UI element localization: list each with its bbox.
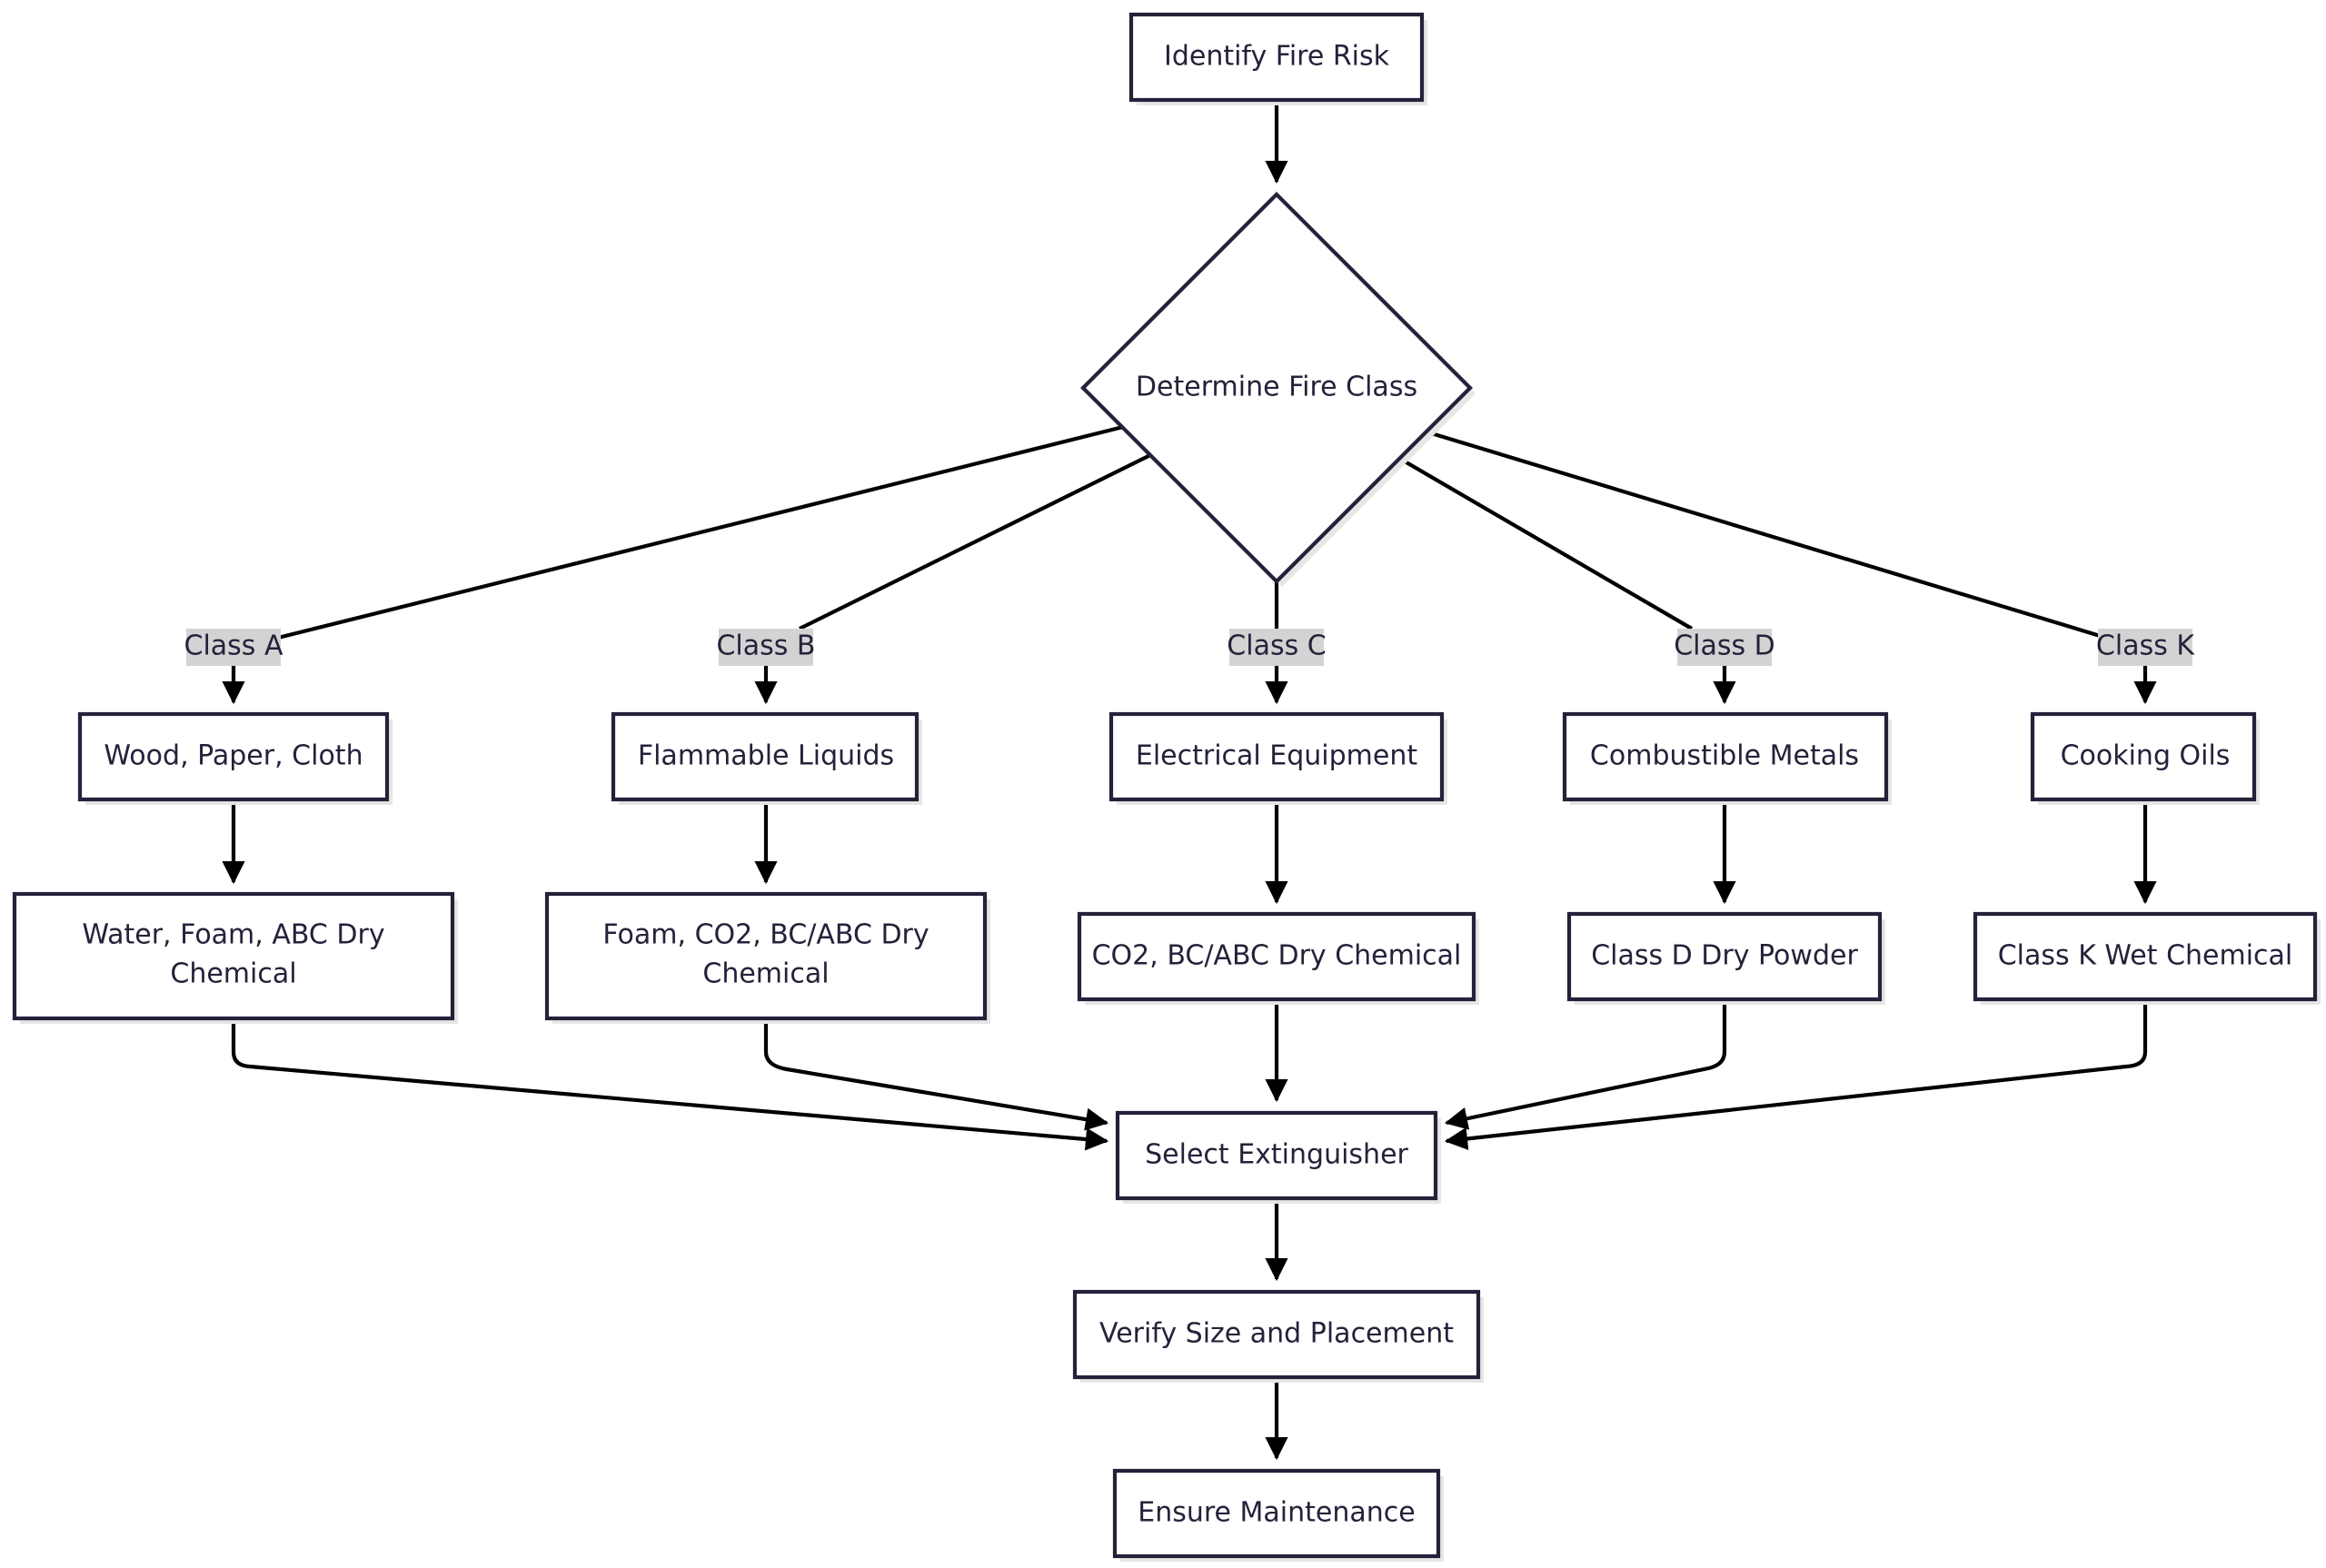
node-electrical-equipment-label: Electrical Equipment	[1136, 740, 1418, 772]
node-foam-co2-bc-abc: Foam, CO2, BC/ABC Dry Chemical	[544, 891, 990, 1024]
node-select-extinguisher: Select Extinguisher	[1115, 1110, 1441, 1204]
edge-determine-class-k	[1427, 430, 2107, 640]
node-wood-paper-cloth: Wood, Paper, Cloth	[77, 711, 393, 805]
node-ensure-maintenance-label: Ensure Maintenance	[1138, 1497, 1415, 1529]
node-verify-size-placement-label: Verify Size and Placement	[1099, 1318, 1454, 1350]
node-co2-bc-abc: CO2, BC/ABC Dry Chemical	[1077, 911, 1479, 1005]
edge-label-class-a-text: Class A	[184, 630, 283, 662]
edge-powder-select	[1444, 999, 1727, 1130]
node-foam-co2-bc-abc-line-1: Foam, CO2, BC/ABC Dry	[602, 919, 929, 951]
edge-label-class-a: Class A	[184, 629, 283, 666]
node-cooking-oils-label: Cooking Oils	[2061, 740, 2231, 772]
node-class-k-wet-chemical-label: Class K Wet Chemical	[1998, 940, 2293, 972]
node-class-d-dry-powder-label: Class D Dry Powder	[1591, 940, 1858, 972]
node-water-foam-abc: Water, Foam, ABC Dry Chemical	[12, 891, 458, 1024]
node-select-extinguisher-label: Select Extinguisher	[1145, 1139, 1408, 1171]
edges	[222, 100, 2157, 1461]
edge-label-class-k: Class K	[2096, 629, 2195, 666]
edge-determine-class-b	[799, 452, 1153, 630]
node-foam-co2-bc-abc-line-2: Chemical	[702, 958, 829, 990]
node-combustible-metals: Combustible Metals	[1562, 711, 1892, 805]
node-electrical-equipment: Electrical Equipment	[1108, 711, 1447, 805]
edge-label-class-c: Class C	[1227, 629, 1327, 666]
node-wood-paper-cloth-label: Wood, Paper, Cloth	[104, 740, 363, 772]
node-water-foam-abc-line-1: Water, Foam, ABC Dry	[82, 919, 384, 951]
edge-label-class-c-text: Class C	[1227, 630, 1326, 662]
node-identify-fire-risk-label: Identify Fire Risk	[1164, 41, 1390, 73]
edge-water-select	[231, 1019, 1109, 1151]
edge-label-class-b-text: Class B	[716, 630, 815, 662]
nodes: Identify Fire Risk Determine Fire Class …	[12, 12, 2321, 1562]
node-co2-bc-abc-label: CO2, BC/ABC Dry Chemical	[1092, 940, 1462, 972]
node-determine-fire-class: Determine Fire Class	[1080, 192, 1476, 587]
edge-label-class-d: Class D	[1674, 629, 1775, 666]
node-water-foam-abc-line-2: Chemical	[170, 958, 296, 990]
node-verify-size-placement: Verify Size and Placement	[1072, 1289, 1484, 1383]
node-identify-fire-risk: Identify Fire Risk	[1128, 12, 1427, 105]
edge-labels: Class A Class B Class C Class D Class K	[184, 629, 2195, 666]
edge-wet-select	[1444, 999, 2148, 1151]
node-cooking-oils: Cooking Oils	[2030, 711, 2260, 805]
node-class-k-wet-chemical: Class K Wet Chemical	[1973, 911, 2321, 1005]
edge-label-class-d-text: Class D	[1674, 630, 1775, 662]
node-determine-fire-class-label: Determine Fire Class	[1136, 372, 1417, 403]
node-flammable-liquids: Flammable Liquids	[611, 711, 922, 805]
edge-determine-class-a	[277, 424, 1124, 640]
node-combustible-metals-label: Combustible Metals	[1590, 740, 1859, 772]
edge-foam-select	[763, 1019, 1109, 1131]
edge-label-class-b: Class B	[716, 629, 816, 666]
node-ensure-maintenance: Ensure Maintenance	[1112, 1468, 1444, 1562]
node-flammable-liquids-label: Flammable Liquids	[638, 740, 894, 772]
node-class-d-dry-powder: Class D Dry Powder	[1566, 911, 1885, 1005]
edge-label-class-k-text: Class K	[2096, 630, 2195, 662]
edge-determine-class-d	[1398, 457, 1694, 630]
